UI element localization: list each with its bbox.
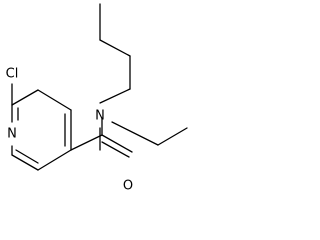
atom-label-cl: Cl: [6, 67, 19, 82]
bond-c5-c6: [11, 154, 39, 171]
bond-carbonyl-o-double: [101, 141, 130, 158]
bond-c5-c6-inner: [15, 149, 39, 164]
bond-ring-carbonyl: [70, 134, 103, 151]
bond-ethyl-2: [157, 127, 188, 146]
atom-label-n-amide: N: [95, 109, 105, 124]
bond-c4-c5: [37, 149, 72, 171]
bond-c2-c3: [37, 89, 72, 111]
pyridine-ring: [11, 89, 72, 171]
bond-n-butyl-1: [99, 88, 131, 104]
bond-n-ethyl-1: [111, 121, 159, 146]
bond-carbonyl-o: [101, 134, 133, 153]
bond-butyl-3: [99, 39, 131, 57]
bond-c2-c3-top: [11, 89, 39, 106]
structure-diagram: Cl N N O: [6, 3, 188, 194]
atom-label-n-ring: N: [7, 127, 17, 142]
atom-label-o: O: [123, 179, 133, 194]
